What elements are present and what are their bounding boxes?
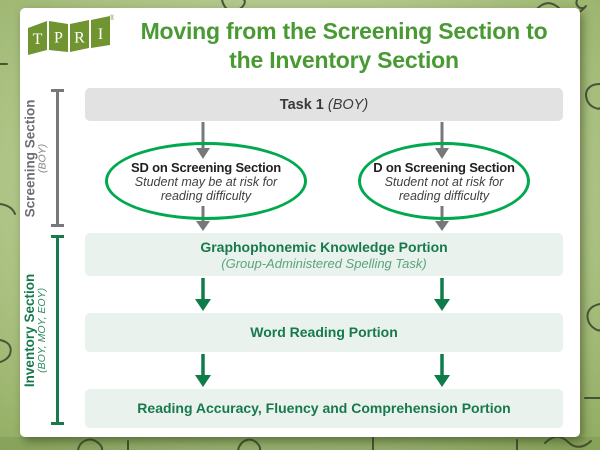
screening-bracket-cap-bottom	[51, 224, 64, 227]
inventory-bracket-cap-top	[51, 235, 64, 238]
screening-section-label-text: Screening Section	[22, 99, 38, 217]
logo-banner-segment	[91, 16, 110, 48]
word-reading-node: Word Reading Portion	[85, 313, 563, 352]
d-result-note-line1: Student not at risk for	[384, 174, 504, 189]
logo-letter-i: I	[98, 26, 103, 43]
arrow-down-icon	[434, 278, 450, 311]
screening-section-label: Screening Section (BOY)	[16, 89, 56, 227]
screening-bracket	[56, 89, 59, 227]
word-reading-title: Word Reading Portion	[250, 324, 398, 340]
logo-letter-p: P	[54, 30, 63, 47]
task1-label: Task 1 (BOY)	[279, 96, 369, 113]
sd-result-oval: SD on Screening Section Student may be a…	[105, 142, 307, 220]
reading-accuracy-node: Reading Accuracy, Fluency and Comprehens…	[85, 389, 563, 428]
logo-banner-segment	[70, 20, 89, 52]
logo-banner-segment	[28, 21, 47, 55]
inventory-section-label-sub: (BOY, MOY, EOY)	[36, 287, 49, 373]
slide-title: Moving from the Screening Section to the…	[112, 17, 576, 75]
registered-mark: ®	[109, 14, 114, 22]
inventory-bracket-cap-bottom	[51, 422, 64, 425]
sd-result-note-line1: Student may be at risk for	[134, 174, 278, 189]
logo-banner-segment	[49, 21, 68, 52]
d-result-oval: D on Screening Section Student not at ri…	[358, 142, 530, 220]
arrow-down-icon	[195, 278, 211, 311]
inventory-section-label: Inventory Section (BOY, MOY, EOY)	[16, 235, 56, 425]
graphophonemic-title: Graphophonemic Knowledge Portion	[200, 238, 448, 255]
d-result-note-line2: reading difficulty	[398, 188, 490, 203]
logo-letter-t: T	[33, 31, 43, 48]
arrow-down-icon	[434, 354, 450, 387]
graphophonemic-subtitle: (Group-Administered Spelling Task)	[221, 255, 427, 271]
slide-title-line2: the Inventory Section	[229, 47, 459, 73]
screening-section-label-sub: (BOY)	[36, 143, 49, 173]
task1-node: Task 1 (BOY)	[85, 88, 563, 121]
slide-title-line1: Moving from the Screening Section to	[140, 18, 548, 44]
graphophonemic-node: Graphophonemic Knowledge Portion (Group-…	[85, 233, 563, 276]
sd-result-note-line2: reading difficulty	[160, 188, 252, 203]
sd-result-label: SD on Screening Section	[131, 159, 281, 175]
arrow-down-icon	[195, 354, 211, 387]
screening-bracket-cap-top	[51, 89, 64, 92]
tpri-logo: T P R I ®	[28, 14, 114, 55]
inventory-bracket	[56, 235, 59, 425]
reading-accuracy-title: Reading Accuracy, Fluency and Comprehens…	[137, 400, 511, 416]
slide-card: T P R I ® Moving from the Screening Sect…	[20, 8, 580, 437]
logo-letter-r: R	[74, 30, 85, 47]
d-result-label: D on Screening Section	[373, 159, 515, 175]
